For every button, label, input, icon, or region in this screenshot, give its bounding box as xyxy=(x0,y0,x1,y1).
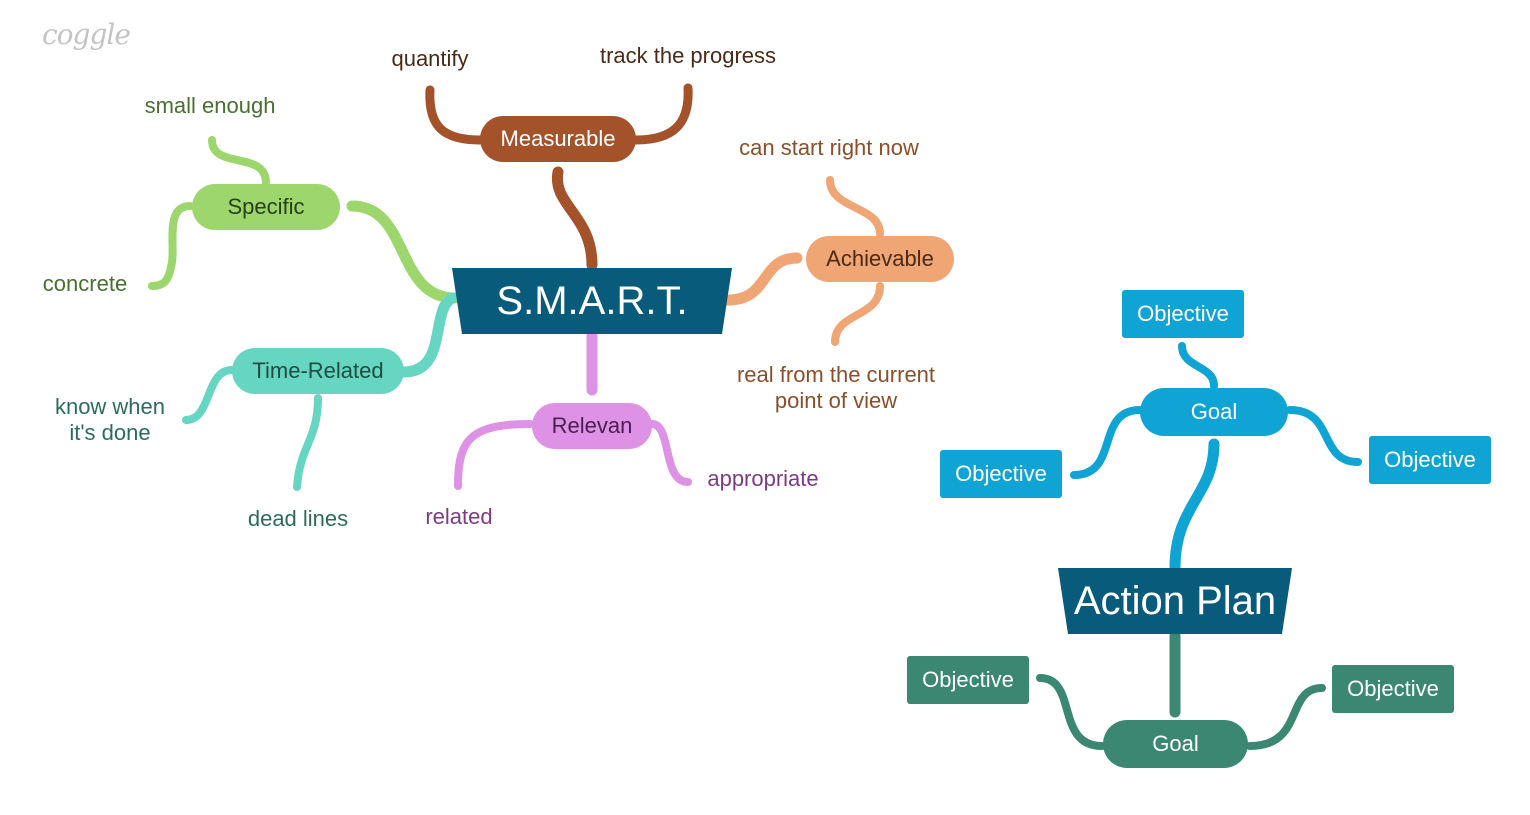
connector-achievable-real xyxy=(831,282,884,346)
connector-relevant-appropriate xyxy=(648,420,692,486)
node-measurable[interactable]: Measurable xyxy=(480,116,636,162)
node-time-related[interactable]: Time-Related xyxy=(232,348,404,394)
connector-relevant-related xyxy=(454,420,534,490)
leaf-dead-lines[interactable]: dead lines xyxy=(247,506,349,531)
leaf-track-progress[interactable]: track the progress xyxy=(599,43,777,68)
connector-specific-concrete xyxy=(148,202,194,290)
connector-plan-goal-top xyxy=(1169,438,1220,574)
connector-root-achievable xyxy=(722,252,803,306)
connector-time-know xyxy=(182,366,236,424)
objective-top-right[interactable]: Objective xyxy=(1369,436,1491,484)
connector-time-dead xyxy=(293,394,322,491)
leaf-real-current[interactable]: real from the current point of view xyxy=(736,362,936,413)
connector-root-specific xyxy=(346,200,461,304)
smart-root[interactable]: S.M.A.R.T. xyxy=(496,278,688,323)
coggle-logo: coggle xyxy=(42,18,131,51)
leaf-related[interactable]: related xyxy=(425,504,493,529)
connector-specific-small xyxy=(208,136,270,187)
connector-goaltop-obj-right xyxy=(1286,406,1362,466)
connector-goalbottom-obj-right xyxy=(1246,684,1326,750)
connector-achievable-canstart xyxy=(826,176,884,238)
leaf-concrete[interactable]: concrete xyxy=(42,271,128,296)
connector-goalbottom-obj-left xyxy=(1036,674,1106,750)
connector-goaltop-obj-left xyxy=(1070,406,1144,479)
connector-measurable-quantify xyxy=(425,85,485,145)
leaf-can-start[interactable]: can start right now xyxy=(739,135,919,160)
leaf-quantify[interactable]: quantify xyxy=(391,46,469,71)
smart-root-shape xyxy=(452,268,732,334)
objective-top-up[interactable]: Objective xyxy=(1122,290,1244,338)
leaf-small-enough[interactable]: small enough xyxy=(144,93,276,118)
node-relevant[interactable]: Relevan xyxy=(532,403,652,449)
connector-measurable-track xyxy=(631,83,693,145)
action-plan-root-shape xyxy=(1058,568,1292,634)
node-achievable[interactable]: Achievable xyxy=(806,236,954,282)
objective-bottom-right[interactable]: Objective xyxy=(1332,665,1454,713)
node-goal-top[interactable]: Goal xyxy=(1140,388,1288,436)
leaf-know-when[interactable]: know when it's done xyxy=(54,394,166,445)
connector-goaltop-obj-top xyxy=(1178,342,1218,390)
leaf-appropriate[interactable]: appropriate xyxy=(707,466,819,491)
node-goal-bottom[interactable]: Goal xyxy=(1103,720,1248,768)
node-specific[interactable]: Specific xyxy=(192,184,340,230)
connector-root-time xyxy=(398,292,458,378)
action-plan-root[interactable]: Action Plan xyxy=(1073,578,1277,623)
objective-bottom-left[interactable]: Objective xyxy=(907,656,1029,704)
objective-top-left[interactable]: Objective xyxy=(940,450,1062,498)
connector-root-measurable xyxy=(551,166,598,271)
